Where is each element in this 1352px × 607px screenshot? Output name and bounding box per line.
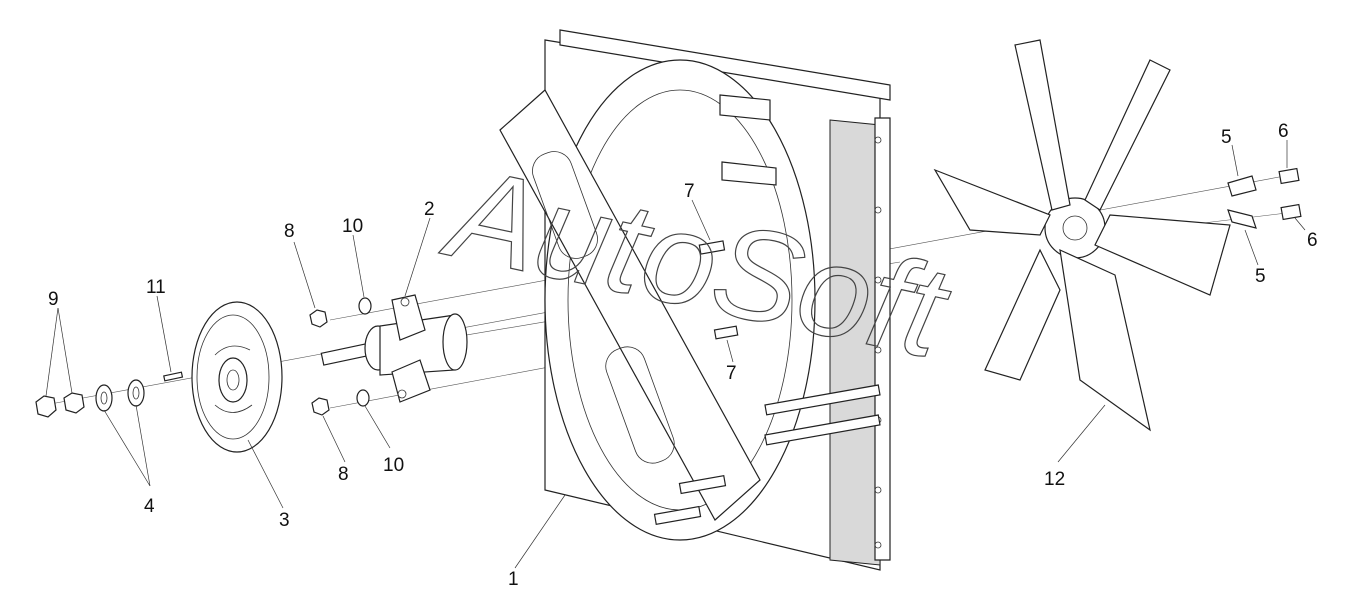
- nuts-part-9: [35, 392, 85, 418]
- pulley-part-3: [191, 301, 283, 453]
- callout-9: 9: [48, 289, 59, 310]
- callout-12: 12: [1044, 469, 1065, 490]
- fan-part-12: [933, 39, 1231, 432]
- fan-hub-part-2: [320, 294, 468, 403]
- callout-5-lower: 5: [1255, 266, 1266, 287]
- callout-4: 4: [144, 496, 155, 517]
- plates-bolts-parts-5-6: [1227, 167, 1302, 229]
- callout-2: 2: [424, 199, 435, 220]
- callout-6-lower: 6: [1307, 230, 1318, 251]
- radiator-shroud-part-1: [499, 29, 891, 571]
- callout-5-upper: 5: [1221, 127, 1232, 148]
- key-part-11: [163, 371, 184, 382]
- callout-10-lower: 10: [383, 455, 404, 476]
- callout-1: 1: [508, 569, 519, 590]
- bolts-part-7: [698, 240, 739, 340]
- callout-6-upper: 6: [1278, 121, 1289, 142]
- callout-labels: 1 2 3 4 5 5 6 6 7 7 8 8 9 10 10 11 12: [48, 121, 1318, 590]
- washers-part-4: [95, 379, 145, 412]
- callout-11: 11: [146, 277, 166, 298]
- callout-8-upper: 8: [284, 221, 295, 242]
- callout-7-lower: 7: [726, 363, 737, 384]
- leader-lines: [45, 140, 1306, 569]
- callout-7-upper: 7: [684, 181, 695, 202]
- callout-8-lower: 8: [338, 464, 349, 485]
- nut-washer-set-parts-8-10: [309, 297, 372, 416]
- callout-10-upper: 10: [342, 216, 363, 237]
- callout-3: 3: [279, 510, 290, 531]
